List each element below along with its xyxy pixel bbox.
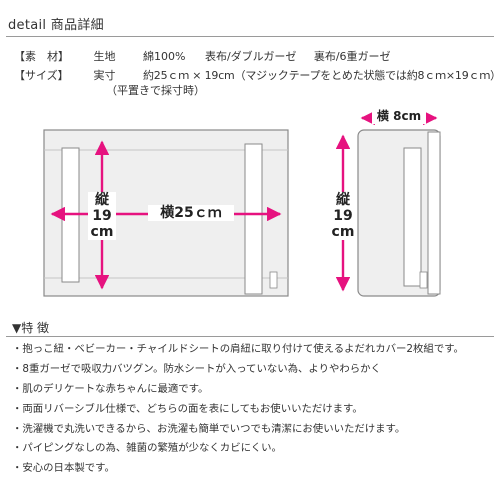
open-corner-tag: [269, 271, 278, 289]
folded-corner-tag: [419, 271, 428, 289]
open-height-label: 縦 19 cm: [88, 192, 116, 241]
material-label: 【素 材】: [14, 50, 69, 63]
feature-item: 肌のデリケートな赤ちゃんに最適です。: [12, 380, 464, 400]
folded-cover-shape: [357, 129, 441, 297]
feature-item: 8重ガーゼで吸収力バツグン。防水シートが入っていない為、よりやわらかく: [12, 360, 464, 380]
size-key: 実寸: [93, 69, 116, 82]
header-divider: [6, 36, 494, 37]
open-width-label: 横25ｃｍ: [148, 205, 234, 222]
folded-height-label: 縦 19 cm: [329, 192, 357, 241]
feature-item: 洗濯機で丸洗いできるから、お洗濯も簡単でいつでも清潔にお使いいただけます。: [12, 420, 464, 440]
feature-item: 両面リバーシブル仕様で、どちらの面を表にしてもお使いいただけます。: [12, 400, 464, 420]
features-list: 抱っこ紐・ベビーカー・チャイルドシートの肩紐に取り付けて使えるよだれカバー2枚組…: [12, 340, 464, 479]
size-value: 約25ｃｍ × 19cm（マジックテープをとめた状態では約8ｃｍ×19ｃｍ）: [143, 69, 500, 82]
open-right-tab: [244, 143, 263, 295]
folded-width-label: 横 8cm: [372, 109, 426, 124]
feature-item: 安心の日本製です。: [12, 459, 464, 479]
features-divider: [6, 336, 494, 337]
material-value-2: 表布/ダブルガーゼ: [204, 50, 297, 63]
feature-item: 抱っこ紐・ベビーカー・チャイルドシートの肩紐に取り付けて使えるよだれカバー2枚組…: [12, 340, 464, 360]
section-title: detail 商品詳細: [8, 18, 104, 33]
diagram-svg: [43, 110, 441, 297]
size-row: 【サイズ】 実寸 約25ｃｍ × 19cm（マジックテープをとめた状態では約8ｃ…: [14, 67, 500, 83]
material-value-1: 綿100%: [143, 50, 186, 63]
size-label: 【サイズ】: [14, 69, 69, 82]
material-value-3: 裏布/6重ガーゼ: [313, 50, 391, 63]
material-key: 生地: [93, 50, 116, 63]
features-title: ▼特 徴: [12, 321, 50, 335]
section-header: detail 商品詳細: [8, 14, 104, 33]
feature-item: パイピングなしの為、雑菌の繁殖が少なくカビにくい。: [12, 439, 464, 459]
product-diagram: 縦 19 cm 横25ｃｍ 横 8cm 縦 19 cm: [0, 100, 500, 315]
folded-tab: [403, 147, 422, 287]
size-note: （平置きで採寸時）: [106, 84, 205, 97]
material-row: 【素 材】 生地 綿100% 表布/ダブルガーゼ 裏布/6重ガーゼ: [14, 48, 391, 64]
